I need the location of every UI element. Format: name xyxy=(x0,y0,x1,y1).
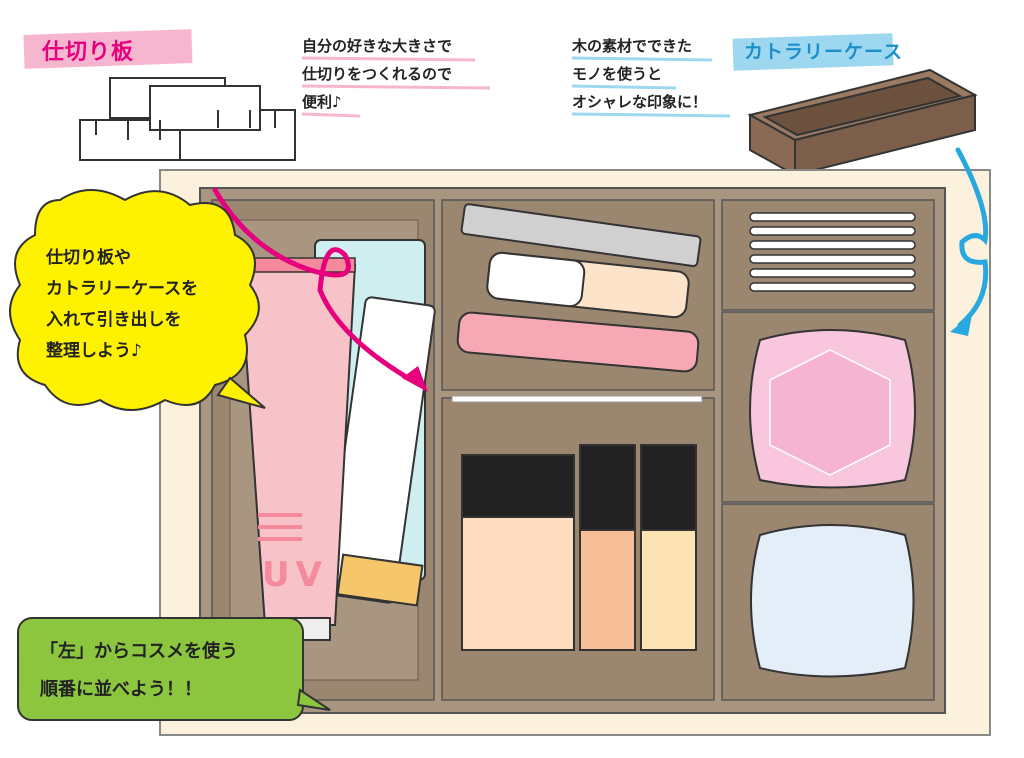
wood-note-line-1: 木の素材でできた xyxy=(572,37,693,55)
note-underline-4 xyxy=(571,56,713,62)
mascara-gray xyxy=(460,203,702,268)
partition-note-line-1: 自分の好きな大きさで xyxy=(302,37,453,55)
note-underline-5 xyxy=(571,84,677,90)
lipstick-pink xyxy=(456,311,700,373)
partition-note-line-2: 仕切りをつくれるので xyxy=(302,65,453,83)
cutlery-label-highlight xyxy=(732,33,894,71)
cutlery-case-icon xyxy=(747,68,978,177)
green-line-1: 「左」からコスメを使う xyxy=(40,641,238,662)
bubble-line-4: 整理しよう♪ xyxy=(46,341,142,361)
yellow-speech-bubble xyxy=(9,189,260,411)
partition-label: 仕切り板 xyxy=(42,40,135,65)
uv-tube-label: UV xyxy=(262,555,328,595)
note-underline-3 xyxy=(301,112,361,118)
partition-board-icon xyxy=(79,77,296,161)
note-underline-2 xyxy=(301,84,491,90)
pink-arrow xyxy=(212,187,423,388)
note-underline-1 xyxy=(301,56,476,62)
wood-note-line-3: オシャレな印象に！ xyxy=(572,93,708,111)
partition-note-line-3: 便利♪ xyxy=(302,93,342,111)
bubble-line-2: カトラリーケースを xyxy=(46,279,199,299)
bubble-line-3: 入れて引き出しを xyxy=(46,310,182,330)
partition-label-highlight xyxy=(23,29,193,69)
cutlery-case-label: カトラリーケース xyxy=(744,41,904,63)
green-note-box xyxy=(17,617,304,721)
wood-note-line-2: モノを使うと xyxy=(572,65,663,83)
bubble-line-1: 仕切り板や xyxy=(46,248,131,268)
note-underline-6 xyxy=(571,112,731,118)
green-line-2: 順番に並べよう！！ xyxy=(40,679,202,700)
cotton-swabs xyxy=(749,212,916,292)
powder-compact-blue xyxy=(750,524,915,678)
blue-arrow xyxy=(955,147,989,328)
